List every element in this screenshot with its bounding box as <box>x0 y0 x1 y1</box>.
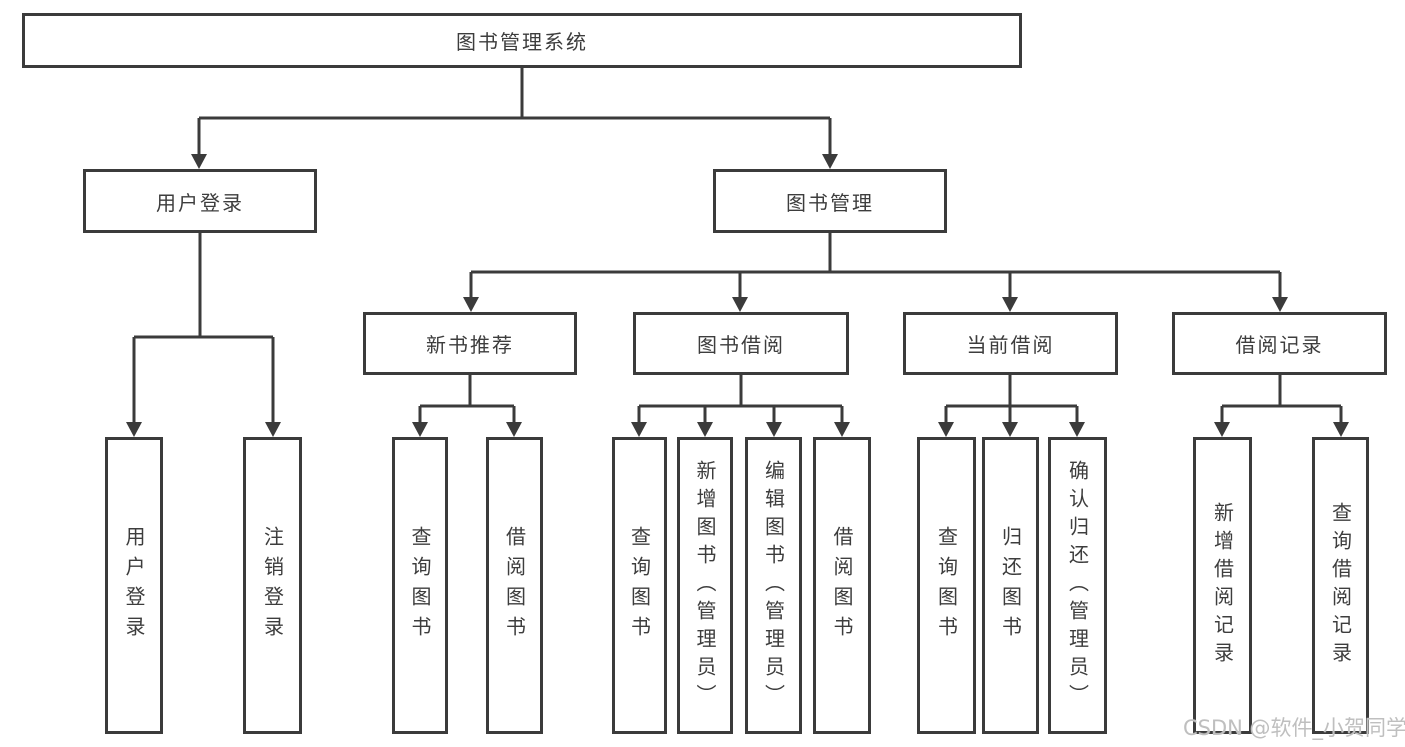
node-label: 借阅图书 <box>830 525 854 646</box>
leaf-query-borrow-record: 查询借阅记录 <box>1312 437 1369 734</box>
node-label: 用户登录 <box>156 190 244 215</box>
node-label: 确认归还（管理员） <box>1065 459 1090 712</box>
node-label: 图书借阅 <box>697 333 785 357</box>
node-label: 新增图书（管理员） <box>693 459 717 712</box>
node-label: 新增借阅记录 <box>1210 501 1235 670</box>
csdn-watermark: CSDN @软件_小贺同学 <box>1183 716 1405 740</box>
node-label: 查询图书 <box>934 525 959 646</box>
node-label: 注销登录 <box>260 525 285 646</box>
leaf-query-books-2: 查询图书 <box>612 437 667 734</box>
node-label: 查询借阅记录 <box>1328 501 1353 670</box>
node-label: 查询图书 <box>627 525 652 646</box>
node-book-borrowing: 图书借阅 <box>633 312 849 375</box>
leaf-query-books-3: 查询图书 <box>917 437 976 734</box>
node-library-management-system: 图书管理系统 <box>22 13 1022 68</box>
leaf-add-book-admin: 新增图书（管理员） <box>677 437 733 734</box>
node-label: 用户登录 <box>122 525 146 646</box>
node-user-login: 用户登录 <box>83 169 317 233</box>
leaf-borrow-books-1: 借阅图书 <box>486 437 543 734</box>
node-label: 归还图书 <box>998 525 1023 646</box>
leaf-user-login: 用户登录 <box>105 437 163 734</box>
node-label: 新书推荐 <box>426 333 514 357</box>
node-label: 图书管理系统 <box>456 30 588 54</box>
leaf-borrow-books-2: 借阅图书 <box>813 437 871 734</box>
node-label: 当前借阅 <box>966 333 1055 357</box>
leaf-return-books: 归还图书 <box>982 437 1039 734</box>
leaf-edit-book-admin: 编辑图书（管理员） <box>745 437 802 734</box>
node-book-management: 图书管理 <box>713 169 947 233</box>
leaf-query-books-1: 查询图书 <box>392 437 448 734</box>
node-label: 图书管理 <box>786 190 874 215</box>
node-new-book-recommendation: 新书推荐 <box>363 312 577 375</box>
node-label: 查询图书 <box>408 525 432 646</box>
leaf-confirm-return-admin: 确认归还（管理员） <box>1048 437 1107 734</box>
node-label: 编辑图书（管理员） <box>761 459 786 712</box>
node-label: 借阅图书 <box>502 525 527 646</box>
node-label: 借阅记录 <box>1235 333 1324 357</box>
leaf-add-borrow-record: 新增借阅记录 <box>1193 437 1252 734</box>
node-borrowing-records: 借阅记录 <box>1172 312 1387 375</box>
node-current-borrowing: 当前借阅 <box>903 312 1118 375</box>
leaf-logout: 注销登录 <box>243 437 302 734</box>
